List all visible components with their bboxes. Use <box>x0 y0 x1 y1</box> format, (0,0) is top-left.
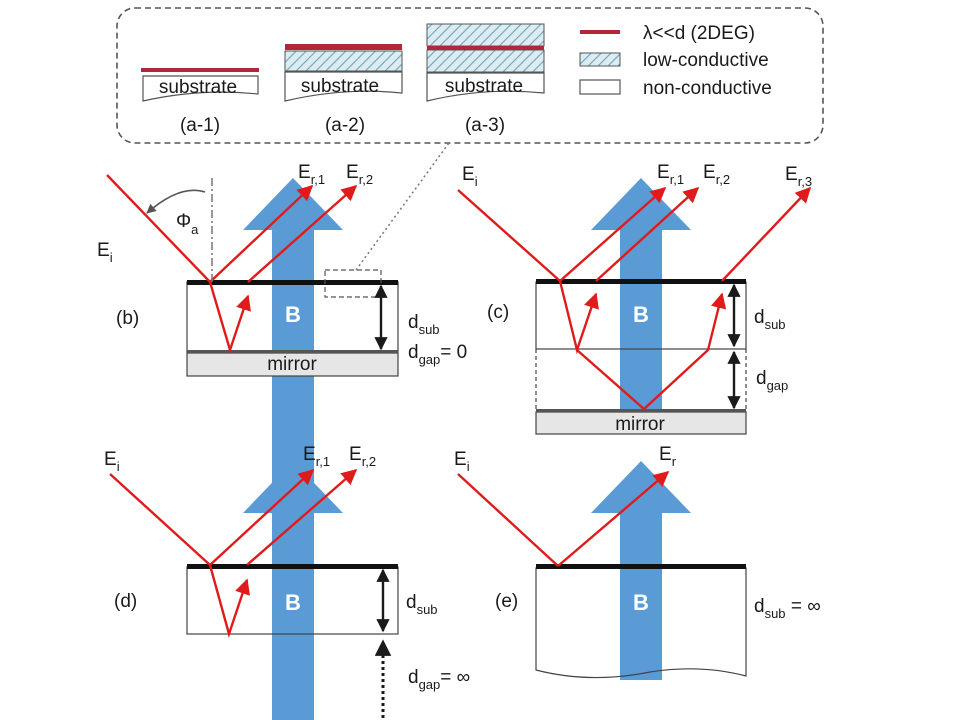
substrate-e <box>535 567 747 679</box>
incident-label-c: Ei <box>462 164 478 189</box>
gap-label-d: dgap= ∞ <box>408 667 470 692</box>
layer-2deg-e <box>536 564 746 569</box>
refl-2-label-b: Er,2 <box>346 162 373 187</box>
panel-label-e: (e) <box>495 591 518 612</box>
incident-label-e: Ei <box>454 449 470 474</box>
substrate-label: substrate <box>159 77 237 98</box>
substrate-label: substrate <box>445 76 523 97</box>
reflected-ray-2-c <box>595 186 700 282</box>
reflected-ray-e <box>557 470 670 567</box>
key-swatch-non-conductive <box>579 79 621 95</box>
field-label-b: B <box>285 302 301 327</box>
internal-ray-d <box>208 564 250 639</box>
field-arrow-d <box>243 461 343 720</box>
thickness-label-e: dsub = ∞ <box>754 596 821 621</box>
legend-panel-a2: substrate (a-2) <box>284 44 403 136</box>
substrate-shape <box>426 72 545 102</box>
refl-label-e: Er <box>659 444 677 469</box>
thickness-label-d: dsub <box>406 592 438 617</box>
mirror-label-b: mirror <box>267 354 317 375</box>
key-swatch-low-conductive <box>579 52 621 67</box>
field-label-c: B <box>633 302 649 327</box>
layer-2deg <box>427 46 544 50</box>
layer-2deg <box>285 44 402 50</box>
legend-box: substrate (a-1) substrate (a-2) substrat… <box>116 7 824 144</box>
internal-ray-c <box>558 280 599 355</box>
field-label-e: B <box>633 590 649 615</box>
panel-b: mirror B Ei Er,1 Er,2 Φa (b) dsub dgap= … <box>97 162 467 715</box>
incident-label-d: Ei <box>104 449 120 474</box>
layer-2deg-d <box>187 564 398 569</box>
incident-ray-b <box>106 174 211 283</box>
internal-ray-b <box>208 281 251 355</box>
refl-1-label-c: Er,1 <box>657 162 684 187</box>
mirror-label-c: mirror <box>615 414 665 435</box>
refl-3-label-c: Er,3 <box>785 164 812 189</box>
zoom-box <box>324 269 382 298</box>
gap-label-b: dgap= 0 <box>408 342 467 367</box>
legend-panel-a1: substrate (a-1) <box>141 68 259 136</box>
refl-2-label-d: Er,2 <box>349 444 376 469</box>
panel-c: mirror B Ei Er,1 Er,2 Er,3 (c) dsub dgap <box>457 162 812 435</box>
reflected-ray-1-c <box>559 186 667 282</box>
substrate-label: substrate <box>301 76 379 97</box>
key-label-non-conductive: non-conductive <box>643 78 772 99</box>
angle-arc-b <box>146 189 206 214</box>
refl-1-label-b: Er,1 <box>298 162 325 187</box>
field-label-d: B <box>285 590 301 615</box>
incident-ray-d <box>109 473 211 566</box>
panel-e: B Ei Er (e) dsub = ∞ <box>454 444 821 680</box>
panel-caption-a2: (a-2) <box>325 115 365 136</box>
refl-2-label-c: Er,2 <box>703 162 730 187</box>
zoom-connector <box>355 142 450 271</box>
mirror-ray-c <box>576 292 727 411</box>
layer-2deg <box>141 68 259 72</box>
layer-2deg-c <box>536 279 746 284</box>
legend-panel-a3: substrate (a-3) <box>426 23 545 136</box>
panel-label-b: (b) <box>116 308 139 329</box>
low-conductive-layer <box>284 50 403 72</box>
incident-label-b: Ei <box>97 240 113 265</box>
panel-label-d: (d) <box>114 591 137 612</box>
reflected-ray-2-b <box>247 184 358 283</box>
substrate-shape <box>284 71 403 102</box>
panel-label-c: (c) <box>487 302 509 323</box>
key-label-2deg: λ<<d (2DEG) <box>643 23 755 44</box>
panel-caption-a1: (a-1) <box>180 115 220 136</box>
key-label-low-conductive: low-conductive <box>643 50 769 71</box>
low-conductive-layer <box>426 23 545 47</box>
layer-2deg-b <box>187 280 398 285</box>
field-arrow-e <box>591 461 691 680</box>
reflected-ray-1-b <box>209 184 314 283</box>
incident-ray-c <box>457 189 561 282</box>
legend-key: λ<<d (2DEG) low-conductive non-conductiv… <box>579 23 772 99</box>
gap-label-c: dgap <box>756 368 788 393</box>
reflected-ray-2-d <box>246 468 358 566</box>
substrate-shape <box>142 75 259 102</box>
panel-d: B Ei Er,1 Er,2 (d) dsub dgap= ∞ <box>104 444 470 720</box>
field-arrow-b <box>243 178 343 715</box>
thickness-label-b: dsub <box>408 312 440 337</box>
reflected-ray-3-c <box>721 186 812 282</box>
reflected-ray-1-d <box>209 468 315 566</box>
key-swatch-2deg <box>580 30 620 34</box>
incident-ray-e <box>457 473 559 567</box>
refl-1-label-d: Er,1 <box>303 444 330 469</box>
field-arrow-c <box>591 178 691 413</box>
panel-caption-a3: (a-3) <box>465 115 505 136</box>
angle-label-b: Φa <box>176 211 199 237</box>
low-conductive-layer <box>426 49 545 73</box>
thickness-label-c: dsub <box>754 307 786 332</box>
